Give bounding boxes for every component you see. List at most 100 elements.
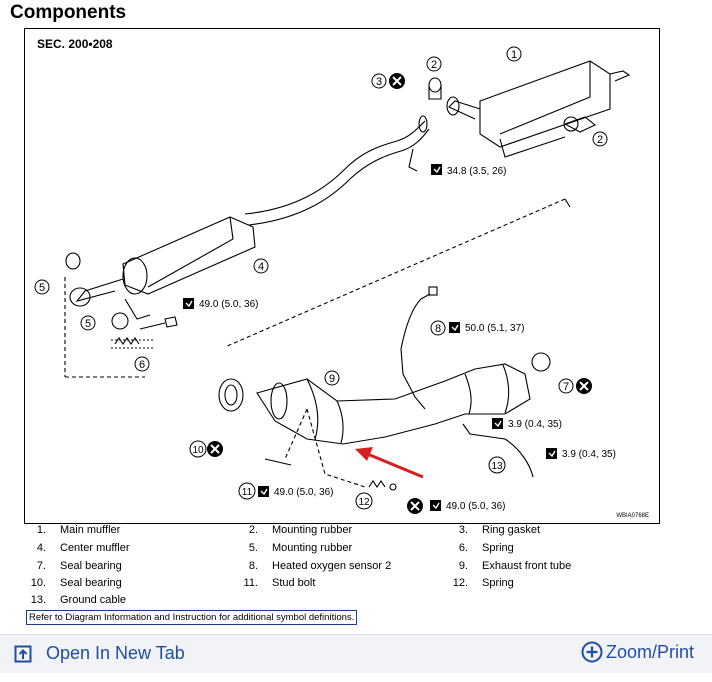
torque-wrench-icon [546, 448, 557, 459]
legend-item: 3. Ring gasket [446, 524, 540, 539]
torque-value: 3.9 (0.4, 35) [562, 449, 616, 460]
legend-item: 11. Stud bolt [236, 577, 316, 592]
callout-13-label: 13 [491, 461, 503, 472]
legend-label: Stud bolt [272, 577, 316, 589]
callout-5b-label: 5 [85, 318, 91, 330]
reuse-x-icon [576, 378, 592, 394]
callout-1: 1 [506, 46, 522, 62]
legend-label: Seal bearing [60, 560, 122, 572]
reuse-x-icon [389, 73, 405, 89]
reuse-x-icon [207, 441, 223, 457]
legend-item: 9. Exhaust front tube [446, 560, 571, 575]
legend-item: 4. Center muffler [24, 542, 130, 557]
callout-10-label: 10 [192, 445, 204, 456]
torque-value: 50.0 (5.1, 37) [465, 323, 524, 334]
torque-wrench-icon [183, 298, 194, 309]
symbol-definitions-link[interactable]: Refer to Diagram Information and Instruc… [26, 610, 358, 625]
indicator-arrow [355, 447, 424, 479]
callout-8: 8 [430, 320, 446, 336]
section-label: SEC. 200•208 [37, 37, 113, 51]
callout-9: 9 [324, 370, 340, 386]
legend-num: 11. [243, 577, 258, 589]
reuse-x-icon [407, 498, 423, 514]
legend-label: Spring [482, 577, 514, 589]
legend-num: 4. [36, 542, 46, 554]
legend-num: 5. [248, 542, 258, 554]
callout-5b: 5 [80, 315, 96, 331]
callout-4-label: 4 [258, 261, 264, 273]
torque-value: 49.0 (5.0, 36) [274, 487, 333, 498]
legend-num: 10. [30, 577, 46, 589]
callout-1-label: 1 [511, 49, 517, 61]
torque-value: 49.0 (5.0, 36) [199, 299, 258, 310]
callout-6: 6 [134, 356, 150, 372]
callout-5a: 5 [34, 279, 50, 295]
legend-item: 5. Mounting rubber [236, 542, 352, 557]
callout-3-label: 3 [376, 76, 382, 88]
callout-4: 4 [253, 258, 269, 274]
legend-num: 6. [458, 542, 468, 554]
legend-item: 2. Mounting rubber [236, 524, 352, 539]
legend-num: 9. [458, 560, 468, 572]
torque-wrench-icon [449, 322, 460, 333]
legend-item: 13. Ground cable [24, 594, 126, 609]
open-in-new-tab-label: Open In New Tab [46, 643, 185, 663]
torque-wrench-icon [431, 164, 442, 175]
legend-num: 1. [36, 524, 46, 536]
legend-label: Mounting rubber [272, 542, 353, 554]
legend-num: 13. [30, 594, 46, 606]
legend-label: Heated oxygen sensor 2 [272, 560, 392, 572]
callout-2b: 2 [592, 131, 608, 147]
open-external-icon [14, 645, 32, 662]
callout-13: 13 [488, 456, 506, 474]
callout-2b-label: 2 [597, 134, 603, 146]
torque-value: 34.8 (3.5, 26) [447, 166, 506, 177]
legend-item: 8. Heated oxygen sensor 2 [236, 560, 391, 575]
action-bar: Open In New Tab Zoom/Print [0, 634, 712, 673]
callout-2a: 2 [426, 56, 442, 72]
legend-num: 12. [452, 577, 468, 589]
legend-label: Center muffler [60, 542, 130, 554]
page-title: Components [10, 2, 127, 23]
callout-12: 12 [355, 492, 373, 510]
callout-11-label: 11 [242, 487, 253, 498]
legend-label: Spring [482, 542, 514, 554]
callout-10: 10 [189, 440, 207, 458]
legend-num: 8. [248, 560, 258, 572]
legend-item: 12. Spring [446, 577, 514, 592]
callout-2a-label: 2 [431, 59, 437, 71]
legend-num: 2. [248, 524, 258, 536]
callout-3: 3 [371, 73, 387, 89]
diagram-code: WBIA0768E [616, 513, 649, 519]
zoom-print-label: Zoom/Print [605, 641, 694, 662]
torque-wrench-icon [492, 418, 503, 429]
torque-wrench-icon [430, 500, 441, 511]
legend-label: Ground cable [60, 594, 127, 606]
callout-7: 7 [558, 378, 574, 394]
callout-5a-label: 5 [39, 282, 45, 294]
callout-7-label: 7 [563, 381, 569, 393]
zoom-print-button[interactable]: Zoom/Print [581, 641, 694, 663]
callout-6-label: 6 [139, 359, 145, 371]
callout-8-label: 8 [435, 323, 441, 335]
legend-label: Seal bearing [60, 577, 122, 589]
exhaust-drawing: 1 2 2 3 4 5 5 6 7 8 9 10 11 12 13 [34, 46, 631, 514]
torque-value: 3.9 (0.4, 35) [508, 419, 562, 430]
torque-value: 49.0 (5.0, 36) [446, 501, 505, 512]
legend-num: 7. [36, 560, 46, 572]
exhaust-components-diagram: SEC. 200•208 [24, 28, 660, 524]
legend-item: 6. Spring [446, 542, 514, 557]
legend-label: Exhaust front tube [482, 560, 572, 572]
legend-label: Ring gasket [482, 524, 541, 536]
legend-num: 3. [458, 524, 468, 536]
open-in-new-tab-button[interactable]: Open In New Tab [14, 643, 185, 664]
legend-item: 7. Seal bearing [24, 560, 122, 575]
legend-item: 10. Seal bearing [24, 577, 122, 592]
legend-item: 1.Main muffler [24, 524, 121, 539]
legend-label: Mounting rubber [272, 524, 353, 536]
zoom-plus-icon [581, 641, 603, 663]
callout-12-label: 12 [358, 497, 370, 508]
callout-9-label: 9 [329, 373, 335, 385]
callout-11: 11 [238, 482, 256, 500]
torque-wrench-icon [258, 486, 269, 497]
